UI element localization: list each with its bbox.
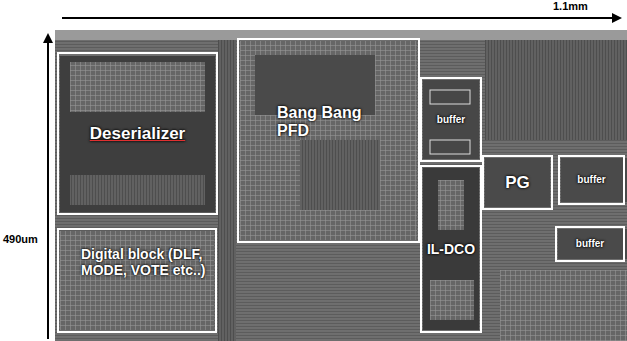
arrow-head bbox=[612, 13, 622, 23]
layout-block: IL-DCO bbox=[420, 165, 482, 333]
arrow-head bbox=[43, 33, 53, 43]
width-arrow bbox=[62, 17, 616, 19]
block-label: buffer bbox=[576, 238, 604, 250]
layout-block: buffer bbox=[420, 77, 482, 162]
layout-block: PG bbox=[482, 155, 553, 210]
layout-block: buffer bbox=[558, 155, 625, 205]
layout-block: Bang Bang PFD bbox=[237, 38, 420, 243]
block-label: IL-DCO bbox=[427, 241, 475, 257]
block-label: Bang Bang PFD bbox=[277, 104, 377, 141]
block-label: PG bbox=[505, 173, 530, 193]
layout-block: buffer bbox=[555, 226, 625, 262]
block-label: buffer bbox=[577, 174, 605, 186]
dimension-label: 490um bbox=[3, 233, 38, 245]
dimension-label: 1.1mm bbox=[553, 0, 588, 12]
height-arrow bbox=[47, 40, 49, 339]
block-label: Deserializer bbox=[90, 124, 185, 144]
block-label: buffer bbox=[437, 114, 465, 126]
layout-block: Digital block (DLF, MODE, VOTE etc..) bbox=[57, 228, 217, 333]
layout-block: Deserializer bbox=[57, 52, 218, 215]
block-label: Digital block (DLF, MODE, VOTE etc..) bbox=[81, 246, 206, 278]
